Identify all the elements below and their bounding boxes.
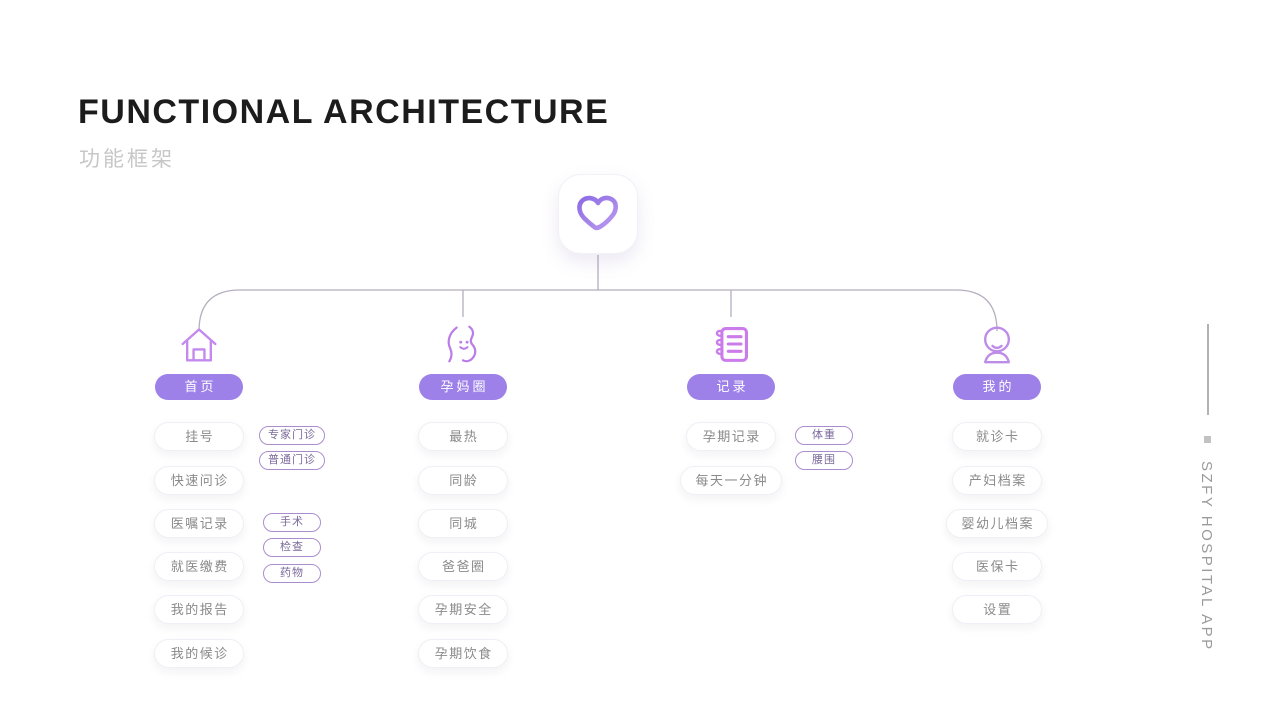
node-same-age: 同龄 — [418, 466, 508, 495]
node-maternity-archive: 产妇档案 — [952, 466, 1042, 495]
app-logo-card — [558, 174, 638, 254]
node-waistline: 腰围 — [795, 451, 853, 470]
node-one-minute-daily: 每天一分钟 — [679, 466, 783, 495]
node-pregnancy-diet: 孕期饮食 — [418, 639, 508, 668]
node-insurance-card: 医保卡 — [952, 552, 1042, 581]
home-icon — [181, 328, 217, 362]
side-rail-line — [1207, 324, 1209, 415]
branch-button-mom-circle: 孕妈圈 — [419, 374, 507, 400]
node-payment: 就医缴费 — [154, 552, 244, 581]
node-my-reports: 我的报告 — [154, 595, 244, 624]
node-general-clinic: 普通门诊 — [259, 451, 325, 470]
node-registration: 挂号 — [154, 422, 244, 451]
branch-button-records: 记录 — [687, 374, 775, 400]
node-same-city: 同城 — [418, 509, 508, 538]
node-my-waiting: 我的候诊 — [154, 639, 244, 668]
node-infant-archive: 婴幼儿档案 — [945, 509, 1049, 538]
side-rail-square — [1204, 436, 1211, 443]
node-medicine: 药物 — [263, 564, 321, 583]
node-settings: 设置 — [952, 595, 1042, 624]
node-weight: 体重 — [795, 426, 853, 445]
side-rail-label: SZFY HOSPITAL APP — [1198, 461, 1215, 652]
branch-button-home: 首页 — [155, 374, 243, 400]
node-hottest: 最热 — [418, 422, 508, 451]
node-pregnancy-records: 孕期记录 — [686, 422, 776, 451]
pregnant-mom-icon — [447, 325, 477, 363]
node-pregnancy-safety: 孕期安全 — [418, 595, 508, 624]
branch-button-mine: 我的 — [953, 374, 1041, 400]
notebook-icon — [715, 327, 748, 362]
node-surgery: 手术 — [263, 513, 321, 532]
heart-plus-icon — [577, 195, 619, 231]
node-examination: 检查 — [263, 538, 321, 557]
node-medical-orders: 医嘱记录 — [154, 509, 244, 538]
page-subtitle: 功能框架 — [79, 148, 175, 171]
node-expert-clinic: 专家门诊 — [259, 426, 325, 445]
person-icon — [984, 326, 1010, 364]
node-visit-card: 就诊卡 — [952, 422, 1042, 451]
node-dad-circle: 爸爸圈 — [418, 552, 508, 581]
page-title: FUNCTIONAL ARCHITECTURE — [78, 93, 610, 131]
node-quick-consult: 快速问诊 — [154, 466, 244, 495]
